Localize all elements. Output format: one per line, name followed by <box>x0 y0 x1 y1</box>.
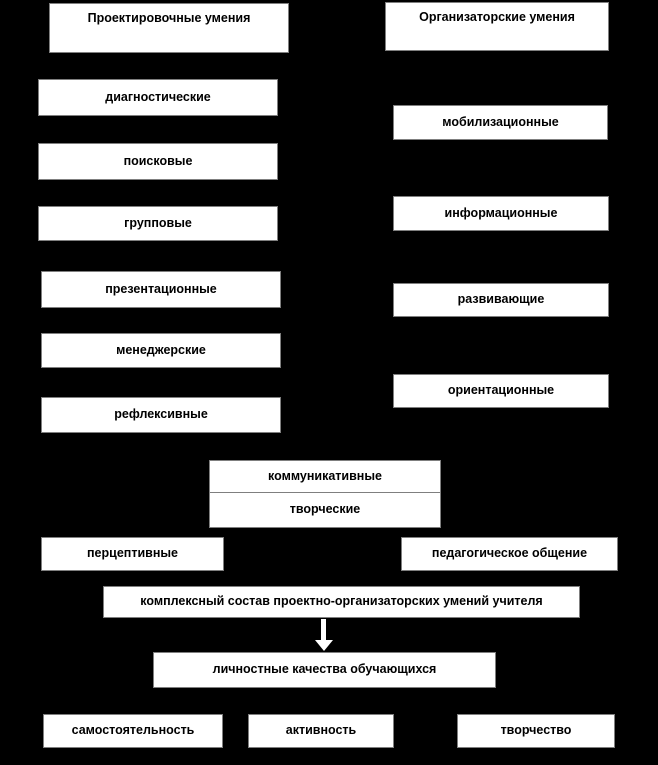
node-reflexive: рефлексивные <box>41 397 281 433</box>
node-search: поисковые <box>38 143 278 180</box>
node-information: информационные <box>393 196 609 231</box>
down-arrow-stem <box>321 619 326 641</box>
node-pedagogical-communication: педагогическое общение <box>401 537 618 571</box>
node-activity: активность <box>248 714 394 748</box>
node-diagnostic: диагностические <box>38 79 278 116</box>
node-developing: развивающие <box>393 283 609 317</box>
node-mobilization: мобилизационные <box>393 105 608 140</box>
node-personal-qualities: личностные качества обучающихся <box>153 652 496 688</box>
node-presentation: презентационные <box>41 271 281 308</box>
node-group: групповые <box>38 206 278 241</box>
node-manager: менеджерские <box>41 333 281 368</box>
node-creative: творческие <box>209 492 441 528</box>
node-independence: самостоятельность <box>43 714 223 748</box>
node-organizational-skills: Организаторские умения <box>385 2 609 51</box>
node-design-skills: Проектировочные умения <box>49 3 289 53</box>
node-complex-composition: комплексный состав проектно-организаторс… <box>103 586 580 618</box>
node-creativity: творчество <box>457 714 615 748</box>
node-orientation: ориентационные <box>393 374 609 408</box>
node-communicative: коммуникативные <box>209 460 441 493</box>
node-perceptive: перцептивные <box>41 537 224 571</box>
down-arrow-head <box>315 640 333 651</box>
